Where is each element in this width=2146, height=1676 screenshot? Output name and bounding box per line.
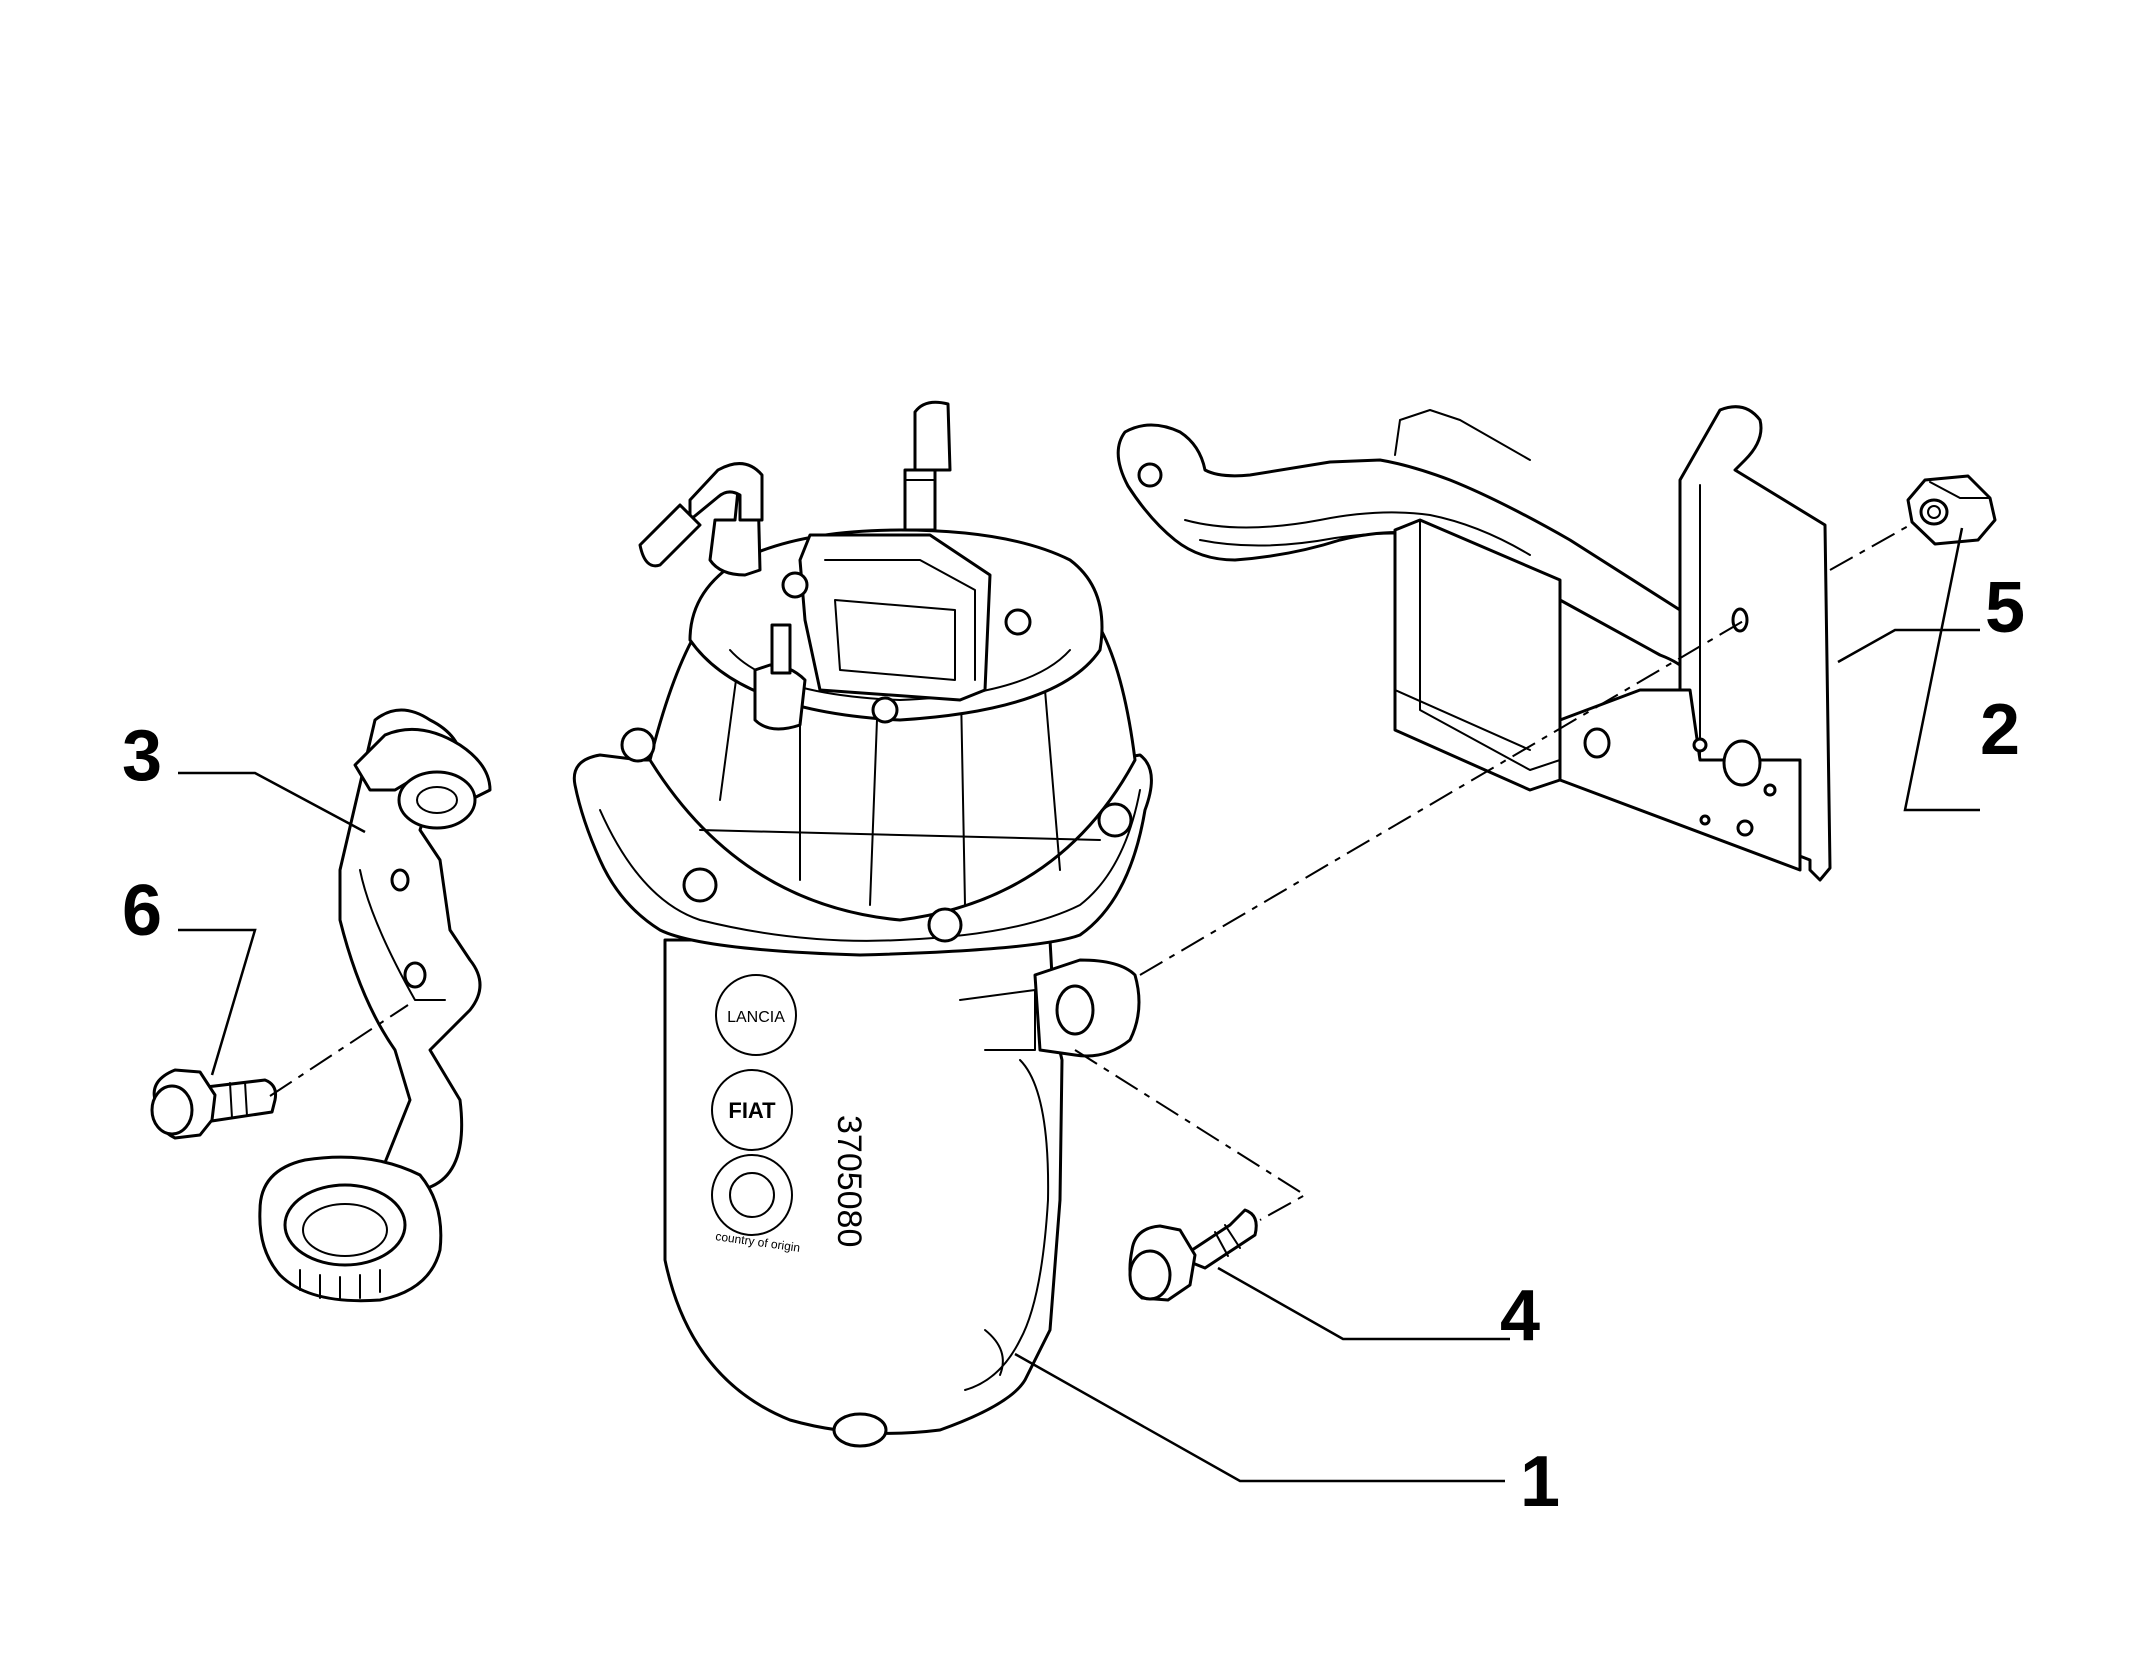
fuel-filter-housing: LANCIA FIAT 3705080 country of origin — [572, 400, 1153, 1448]
bolt-right — [1128, 1208, 1258, 1302]
callout-2: 2 — [1980, 690, 2020, 770]
assembly-center-lines — [269, 524, 1911, 1221]
part-number-marking: 3705080 — [830, 1115, 868, 1247]
hex-nut — [1906, 474, 1997, 546]
callout-6: 6 — [122, 871, 162, 951]
callout-5: 5 — [1985, 568, 2025, 648]
lancia-logo-text: LANCIA — [727, 1009, 785, 1026]
leader-lines — [178, 527, 1980, 1483]
bolt-left — [150, 1068, 277, 1140]
callout-4: 4 — [1500, 1276, 1540, 1356]
mounting-bracket — [1116, 405, 1832, 882]
callout-3: 3 — [122, 716, 162, 796]
hose-clamp-bracket — [258, 708, 492, 1303]
callout-1: 1 — [1520, 1442, 1560, 1522]
callout-labels: 1 2 3 4 5 6 — [122, 568, 2025, 1522]
fiat-logo-text: FIAT — [728, 1098, 776, 1123]
